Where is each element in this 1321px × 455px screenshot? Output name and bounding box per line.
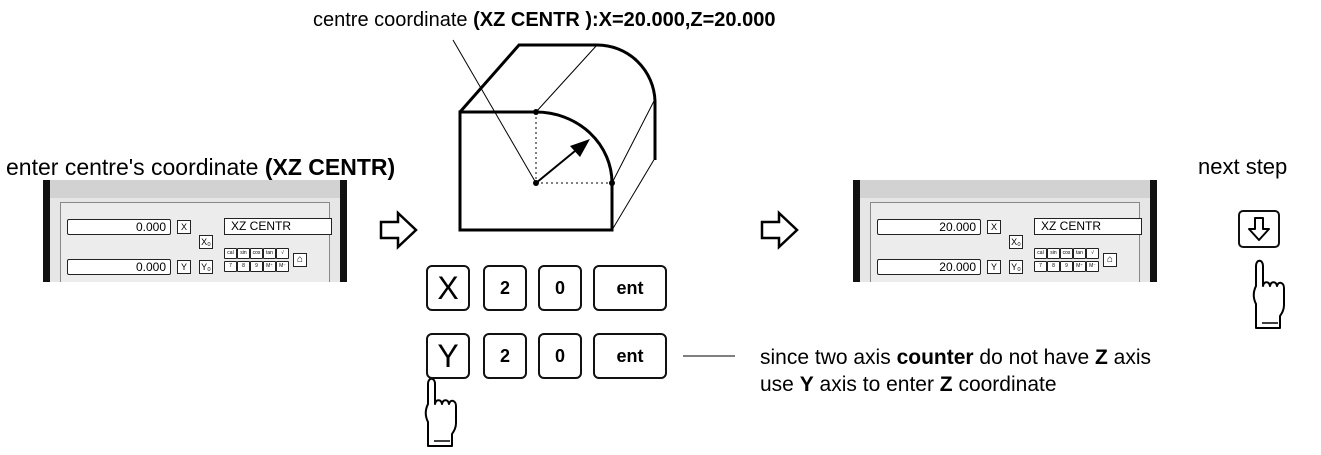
message-display: XZ CENTR	[224, 218, 332, 235]
solid-outline	[458, 110, 614, 232]
side-point	[609, 180, 615, 186]
key-0[interactable]: 0	[538, 333, 582, 379]
key-ent[interactable]: ent	[593, 265, 667, 311]
dro-body: 20.000 X 20.000 Y X₀ Y₀ XZ CENTR cal sin…	[853, 180, 1157, 282]
right-arrow-icon	[379, 210, 418, 250]
cos-key[interactable]: cos	[1060, 248, 1073, 259]
yo-key[interactable]: Y₀	[1009, 260, 1023, 274]
note-line-1: since two axis counter do not have Z axi…	[760, 347, 1151, 368]
pointing-hand-icon	[424, 377, 457, 447]
message-display: XZ CENTR	[1034, 218, 1142, 235]
y-axis-key[interactable]: Y	[177, 260, 191, 274]
note-bold: Z	[1095, 346, 1108, 369]
dro-body: 0.000 X 0.000 Y X₀ Y₀ XZ CENTR cal sin c…	[43, 180, 347, 282]
key-y[interactable]: Y	[426, 333, 470, 379]
note-text: since two axis	[760, 346, 897, 369]
right-arrow-icon	[760, 210, 799, 250]
xo-key[interactable]: X₀	[199, 235, 213, 249]
tan-key[interactable]: tan	[1073, 248, 1086, 259]
note-text: axis	[1107, 346, 1152, 369]
dro-panel-after: 20.000 X 20.000 Y X₀ Y₀ XZ CENTR cal sin…	[845, 180, 1165, 282]
sin-key[interactable]: sin	[1047, 248, 1060, 259]
dro-top-strip	[860, 180, 1150, 198]
cos-key[interactable]: cos	[250, 248, 263, 259]
sqrt-key[interactable]: √	[276, 248, 289, 259]
sqrt-key[interactable]: √	[1086, 248, 1099, 259]
key-9[interactable]: 9	[250, 261, 263, 272]
note-bold: Y	[799, 373, 814, 396]
radius-arrowhead	[570, 139, 590, 157]
m-minus-key[interactable]: M⁻	[1086, 261, 1099, 272]
key-8[interactable]: 8	[237, 261, 250, 272]
y-axis-display: 20.000	[877, 259, 981, 275]
home-icon[interactable]: ⌂	[293, 253, 307, 267]
m-minus-key[interactable]: M⁻	[276, 261, 289, 272]
y-axis-key[interactable]: Y	[987, 260, 1001, 274]
key-7[interactable]: 7	[1034, 261, 1047, 272]
left-label: enter centre's coordinate (XZ CENTR)	[6, 156, 395, 179]
solid-back-edges	[535, 44, 656, 231]
note-bold: Z	[939, 373, 953, 396]
key-7[interactable]: 7	[224, 261, 237, 272]
top-label: centre coordinate (XZ CENTR ):X=20.000,Z…	[313, 10, 775, 30]
sin-key[interactable]: sin	[237, 248, 250, 259]
x-axis-key[interactable]: X	[177, 220, 191, 234]
top-label-prefix: centre coordinate	[313, 9, 474, 31]
down-arrow-key[interactable]	[1238, 210, 1280, 248]
xo-key[interactable]: X₀	[1009, 235, 1023, 249]
key-2[interactable]: 2	[483, 265, 527, 311]
key-9[interactable]: 9	[1060, 261, 1073, 272]
left-label-bold: (XZ CENTR)	[264, 154, 396, 180]
left-label-prefix: enter centre's coordinate	[6, 154, 265, 180]
x-axis-key[interactable]: X	[987, 220, 1001, 234]
key-ent[interactable]: ent	[593, 333, 667, 379]
cal-key[interactable]: cal	[224, 248, 237, 259]
cal-key[interactable]: cal	[1034, 248, 1047, 259]
key-2[interactable]: 2	[483, 333, 527, 379]
m-plus-key[interactable]: M⁺	[1073, 261, 1086, 272]
down-arrow-icon	[1248, 217, 1270, 241]
solid-top-edge	[458, 43, 657, 160]
top-label-bold: (XZ CENTR ):X=20.000,Z=20.000	[473, 9, 776, 31]
yo-key[interactable]: Y₀	[199, 260, 213, 274]
note-text: axis to enter	[813, 373, 940, 396]
dro-inner-panel: 20.000 X 20.000 Y X₀ Y₀ XZ CENTR cal sin…	[870, 202, 1142, 282]
home-icon[interactable]: ⌂	[1103, 253, 1117, 267]
key-0[interactable]: 0	[538, 265, 582, 311]
top-point	[533, 109, 539, 115]
pointing-hand-icon	[1252, 259, 1285, 329]
note-line-2: use Y axis to enter Z coordinate	[760, 374, 1057, 395]
x-axis-display: 20.000	[877, 219, 981, 235]
dro-inner-panel: 0.000 X 0.000 Y X₀ Y₀ XZ CENTR cal sin c…	[60, 202, 332, 282]
centre-point	[533, 180, 539, 186]
x-axis-display: 0.000	[67, 219, 171, 235]
tan-key[interactable]: tan	[263, 248, 276, 259]
next-step-label: next step	[1198, 154, 1288, 179]
note-text: use	[760, 373, 800, 396]
note-bold: counter	[896, 346, 974, 369]
note-text: do not have	[973, 346, 1096, 369]
radius-arrow	[535, 150, 576, 184]
y-axis-display: 0.000	[67, 259, 171, 275]
key-8[interactable]: 8	[1047, 261, 1060, 272]
dro-panel-before: 0.000 X 0.000 Y X₀ Y₀ XZ CENTR cal sin c…	[35, 180, 355, 282]
key-x[interactable]: X	[426, 265, 470, 311]
m-plus-key[interactable]: M⁺	[263, 261, 276, 272]
dro-top-strip	[50, 180, 340, 198]
note-text: coordinate	[952, 373, 1057, 396]
